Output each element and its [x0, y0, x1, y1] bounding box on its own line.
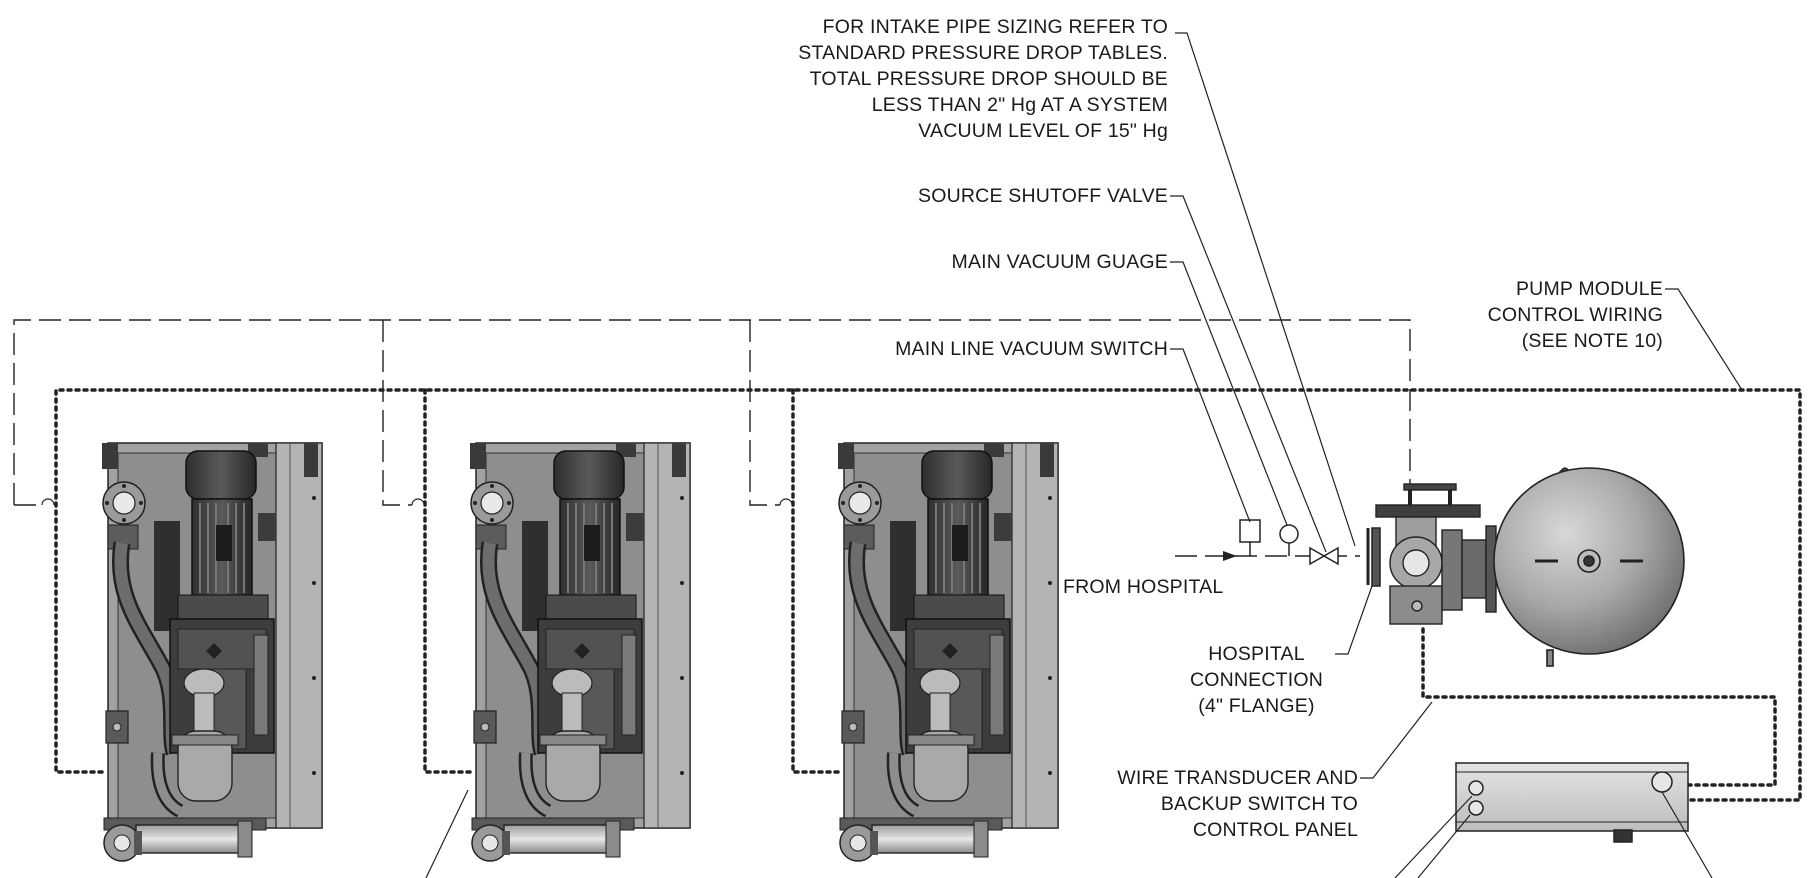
main-vacuum-gauge-label: MAIN VACUUM GUAGE: [951, 251, 1168, 273]
main-vacuum-gauge: [1279, 524, 1299, 556]
main-line-vacuum-switch-label: MAIN LINE VACUUM SWITCH: [895, 338, 1168, 360]
receiver-tank: [1493, 467, 1685, 667]
intake-pipe-note: FOR INTAKE PIPE SIZING REFER TO STANDARD…: [798, 16, 1168, 142]
wire-transducer-note: WIRE TRANSDUCER AND BACKUP SWITCH TO CON…: [1117, 767, 1358, 841]
receiver-manifold: [1375, 483, 1497, 625]
main-line-vacuum-switch: [1239, 519, 1261, 556]
pump-module-3: [838, 443, 1058, 861]
from-hospital-label: FROM HOSPITAL: [1063, 576, 1224, 598]
line-crossovers: [41, 498, 793, 506]
control-panel: [1455, 762, 1689, 843]
pump-module-control-wiring-label: PUMP MODULE CONTROL WIRING (SEE NOTE 10): [1487, 278, 1663, 352]
control-wiring-dotted: [54, 388, 1802, 802]
pump-module-2: [470, 443, 690, 861]
leader-lines: [425, 32, 1743, 878]
hospital-connection-label: HOSPITAL CONNECTION (4" FLANGE): [1189, 643, 1324, 717]
source-shutoff-valve-label: SOURCE SHUTOFF VALVE: [918, 185, 1168, 207]
hospital-connection-flange: [1366, 527, 1381, 587]
pump-module-1: [102, 443, 322, 861]
source-shutoff-valve: [1309, 546, 1339, 566]
